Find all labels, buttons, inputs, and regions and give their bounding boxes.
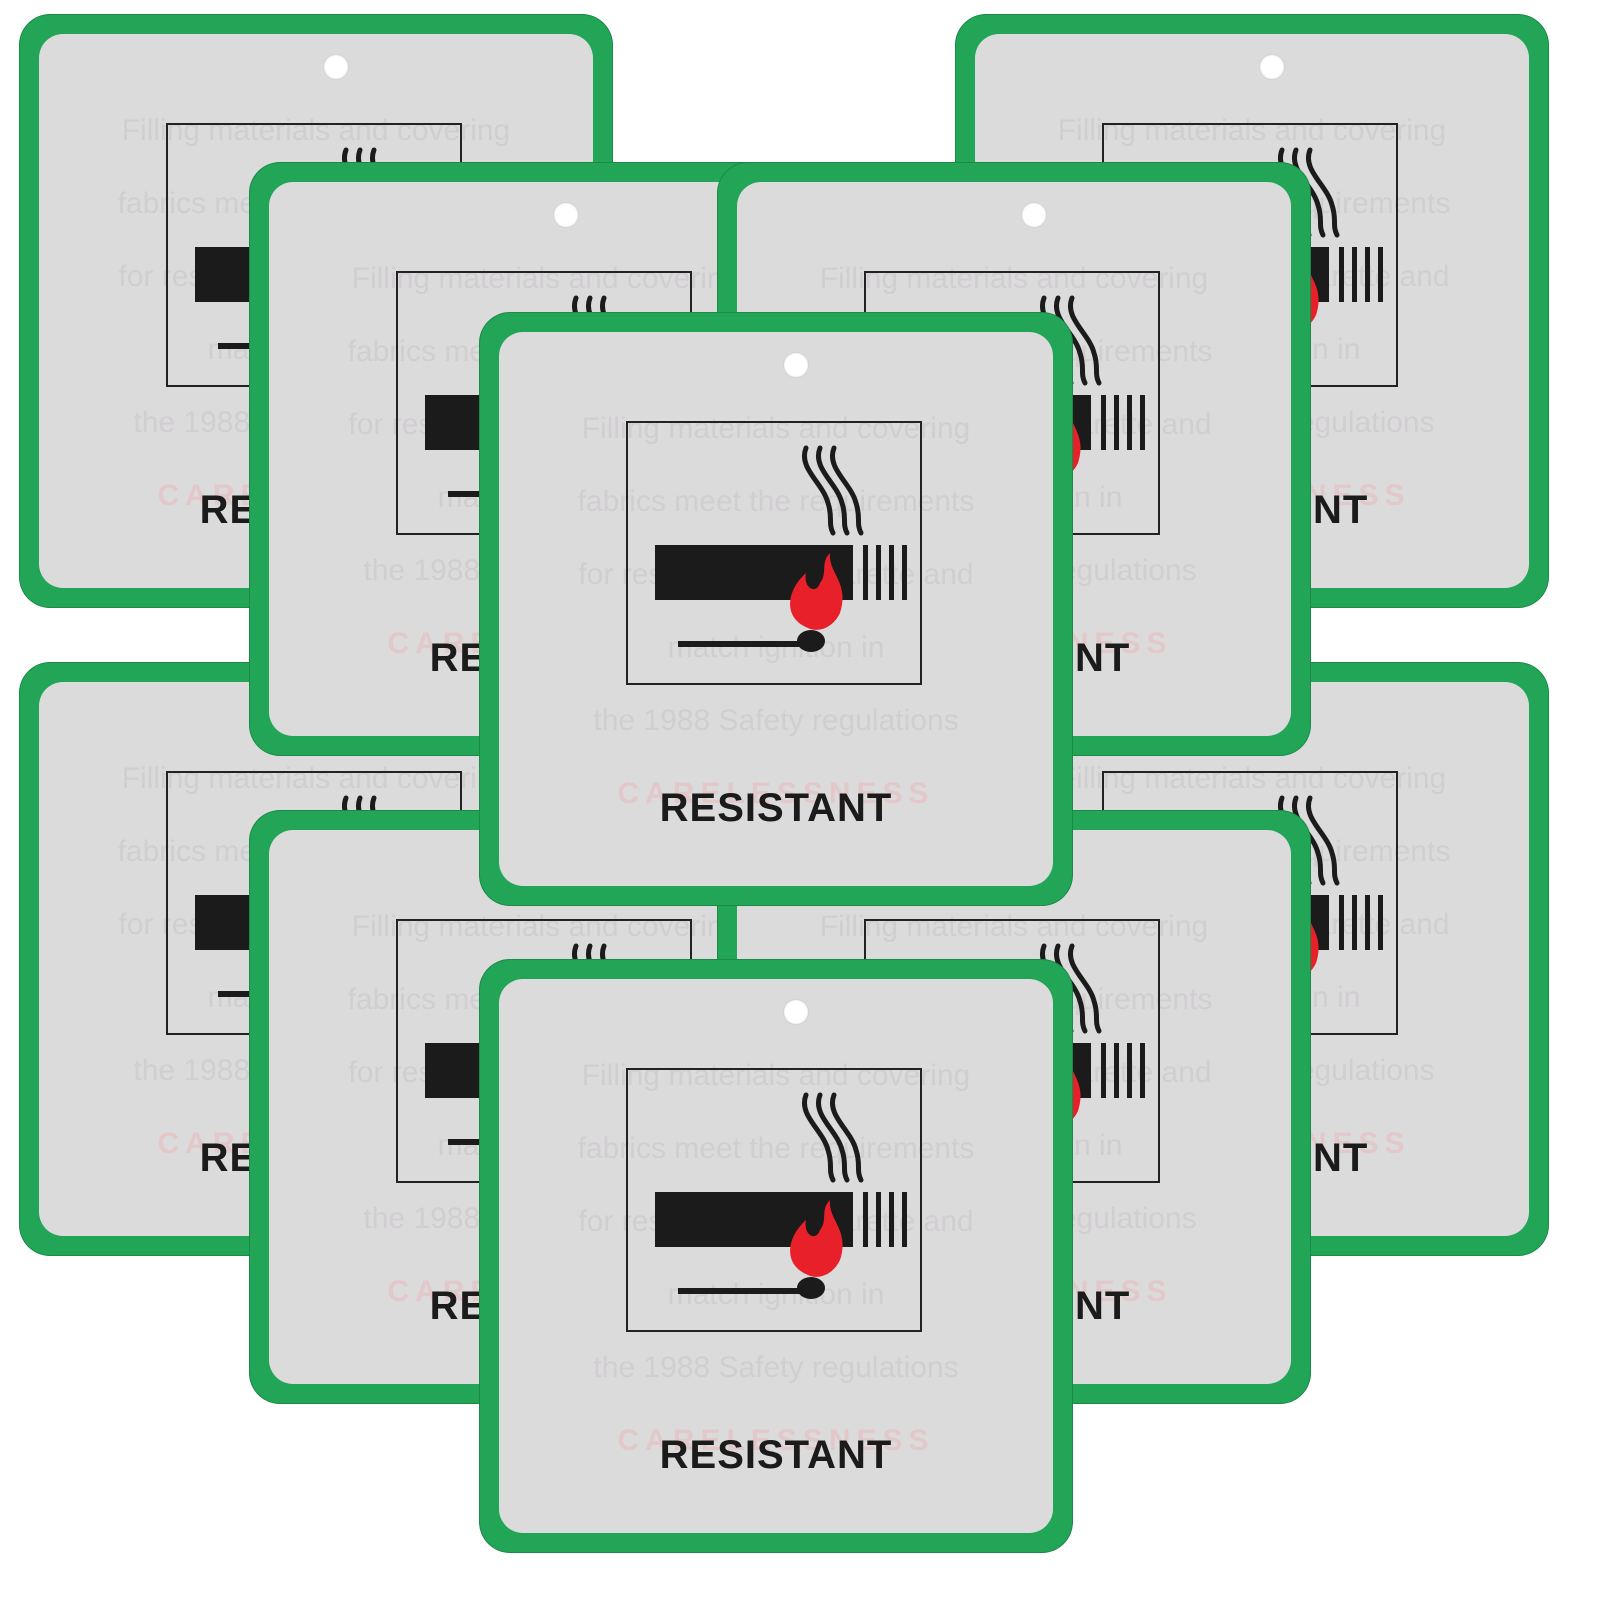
hang-hole	[1259, 54, 1285, 80]
fire-safety-tag: Filling materials and covering fabrics m…	[480, 313, 1072, 905]
match-flame-icon	[678, 1200, 843, 1299]
cigarette-icon	[655, 545, 907, 600]
tag-face: Filling materials and covering fabrics m…	[499, 979, 1053, 1533]
hang-hole	[323, 54, 349, 80]
smoke-icon	[801, 445, 864, 536]
fire-safety-tag: Filling materials and covering fabrics m…	[480, 960, 1072, 1552]
symbol-graphic	[655, 1092, 907, 1299]
smoke-icon	[801, 1092, 864, 1183]
resistant-label: RESISTANT	[659, 1433, 893, 1477]
hang-hole	[1021, 202, 1047, 228]
symbol-graphic	[655, 445, 907, 652]
match-flame-icon	[678, 553, 843, 652]
symbol-frame	[626, 421, 922, 685]
hang-hole	[783, 352, 809, 378]
cigarette-icon	[655, 1192, 907, 1247]
hang-hole	[553, 202, 579, 228]
symbol-frame	[626, 1068, 922, 1332]
tag-face: Filling materials and covering fabrics m…	[499, 332, 1053, 886]
hang-hole	[783, 999, 809, 1025]
resistant-label: RESISTANT	[659, 786, 893, 830]
